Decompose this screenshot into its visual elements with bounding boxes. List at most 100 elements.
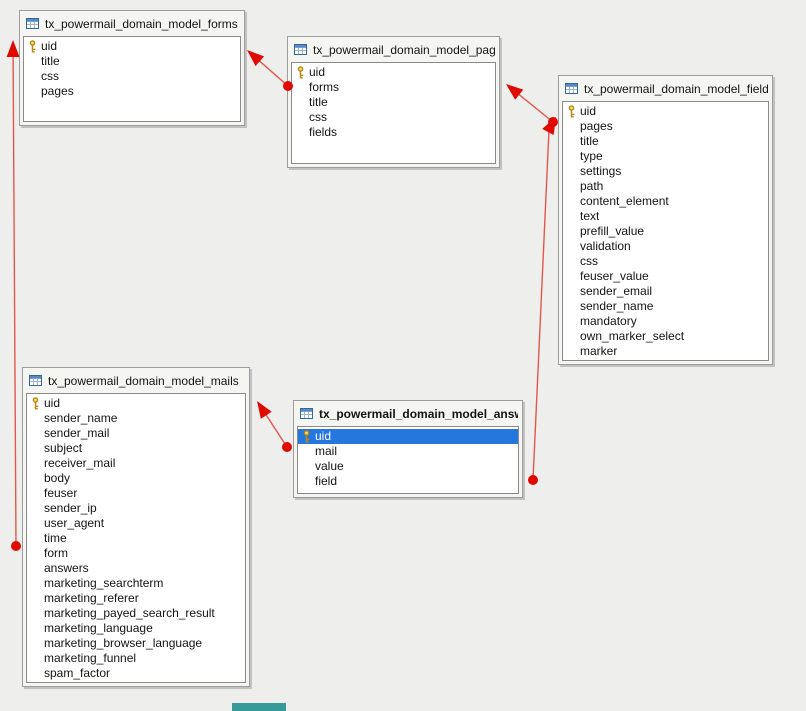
field-row-title[interactable]: title [292,95,495,110]
field-label: subject [44,441,83,455]
field-row-uid[interactable]: uid [563,104,768,119]
field-row-feuser_value[interactable]: feuser_value [563,269,768,284]
primary-key-icon [563,105,580,118]
field-row-pages[interactable]: pages [563,119,768,134]
field-row-time[interactable]: time [27,531,245,546]
field-row-uid[interactable]: uid [24,39,240,54]
field-row-marketing_referer[interactable]: marketing_referer [27,591,245,606]
field-row-sender_name[interactable]: sender_name [563,299,768,314]
field-label: text [580,209,600,223]
field-row-content_element[interactable]: content_element [563,194,768,209]
field-label: mail [315,444,338,458]
field-row-prefill_value[interactable]: prefill_value [563,224,768,239]
field-row-marketing_browser_language[interactable]: marketing_browser_language [27,636,245,651]
table-title: tx_powermail_domain_model_forms [45,16,238,31]
field-row-path[interactable]: path [563,179,768,194]
field-label: user_agent [44,516,105,530]
field-row-spam_factor[interactable]: spam_factor [27,666,245,681]
primary-key-icon [27,397,44,410]
connector-origin-dot [548,117,558,127]
field-row-marker[interactable]: marker [563,344,768,359]
arrowhead-icon [6,40,20,58]
table-icon [29,375,42,386]
table-header-answer[interactable]: tx_powermail_domain_model_answer [294,401,522,426]
field-row-subject[interactable]: subject [27,441,245,456]
field-row-field[interactable]: field [298,474,518,489]
connector-origin-dot [528,475,538,485]
field-row-uid[interactable]: uid [298,429,518,444]
field-label: marketing_funnel [44,651,137,665]
field-label: body [44,471,71,485]
field-row-mandatory[interactable]: mandatory [563,314,768,329]
field-row-value[interactable]: value [298,459,518,474]
field-label: uid [44,396,61,410]
field-row-fields[interactable]: fields [292,125,495,140]
arrowhead-icon [506,84,524,100]
primary-key-icon [24,40,41,53]
field-label: uid [580,104,597,118]
table-header-pages[interactable]: tx_powermail_domain_model_pages [288,37,499,62]
field-row-sender_name[interactable]: sender_name [27,411,245,426]
field-label: uid [315,429,332,443]
table-header-mails[interactable]: tx_powermail_domain_model_mails [23,368,249,393]
connector-answer-mails [257,401,292,452]
field-row-marketing_language[interactable]: marketing_language [27,621,245,636]
field-row-sender_mail[interactable]: sender_mail [27,426,245,441]
field-label: uid [41,39,58,53]
table-header-forms[interactable]: tx_powermail_domain_model_forms [20,11,244,36]
table-icon [294,44,307,55]
table-header-fields[interactable]: tx_powermail_domain_model_fields [559,76,772,101]
field-row-title[interactable]: title [563,134,768,149]
field-row-mail[interactable]: mail [298,444,518,459]
field-row-settings[interactable]: settings [563,164,768,179]
field-row-marketing_searchterm[interactable]: marketing_searchterm [27,576,245,591]
field-label: type [580,149,603,163]
field-row-sender_email[interactable]: sender_email [563,284,768,299]
field-row-css[interactable]: css [292,110,495,125]
field-row-uid[interactable]: uid [292,65,495,80]
field-row-form[interactable]: form [27,546,245,561]
field-label: receiver_mail [44,456,116,470]
field-label: title [580,134,599,148]
field-label: mandatory [580,314,637,328]
field-row-user_agent[interactable]: user_agent [27,516,245,531]
field-row-title[interactable]: title [24,54,240,69]
field-row-marketing_payed_search_result[interactable]: marketing_payed_search_result [27,606,245,621]
field-label: sender_mail [44,426,110,440]
field-row-text[interactable]: text [563,209,768,224]
connector-answer-fields [528,117,556,485]
field-row-type[interactable]: type [563,149,768,164]
arrowhead-icon [257,401,272,419]
field-row-body[interactable]: body [27,471,245,486]
field-row-css[interactable]: css [563,254,768,269]
field-row-feuser[interactable]: feuser [27,486,245,501]
field-row-sender_ip[interactable]: sender_ip [27,501,245,516]
field-row-css[interactable]: css [24,69,240,84]
field-row-forms[interactable]: forms [292,80,495,95]
field-row-answers[interactable]: answers [27,561,245,576]
field-row-uid[interactable]: uid [27,396,245,411]
field-label: settings [580,164,622,178]
field-label: time [44,531,67,545]
field-label: spam_factor [44,666,111,680]
field-label: value [315,459,344,473]
field-row-own_marker_select[interactable]: own_marker_select [563,329,768,344]
field-row-marketing_funnel[interactable]: marketing_funnel [27,651,245,666]
field-row-receiver_mail[interactable]: receiver_mail [27,456,245,471]
connector-line [253,55,289,87]
field-row-pages[interactable]: pages [24,84,240,99]
field-label: own_marker_select [580,329,685,343]
field-row-validation[interactable]: validation [563,239,768,254]
field-label: sender_ip [44,501,97,515]
arrowhead-icon [247,50,265,67]
